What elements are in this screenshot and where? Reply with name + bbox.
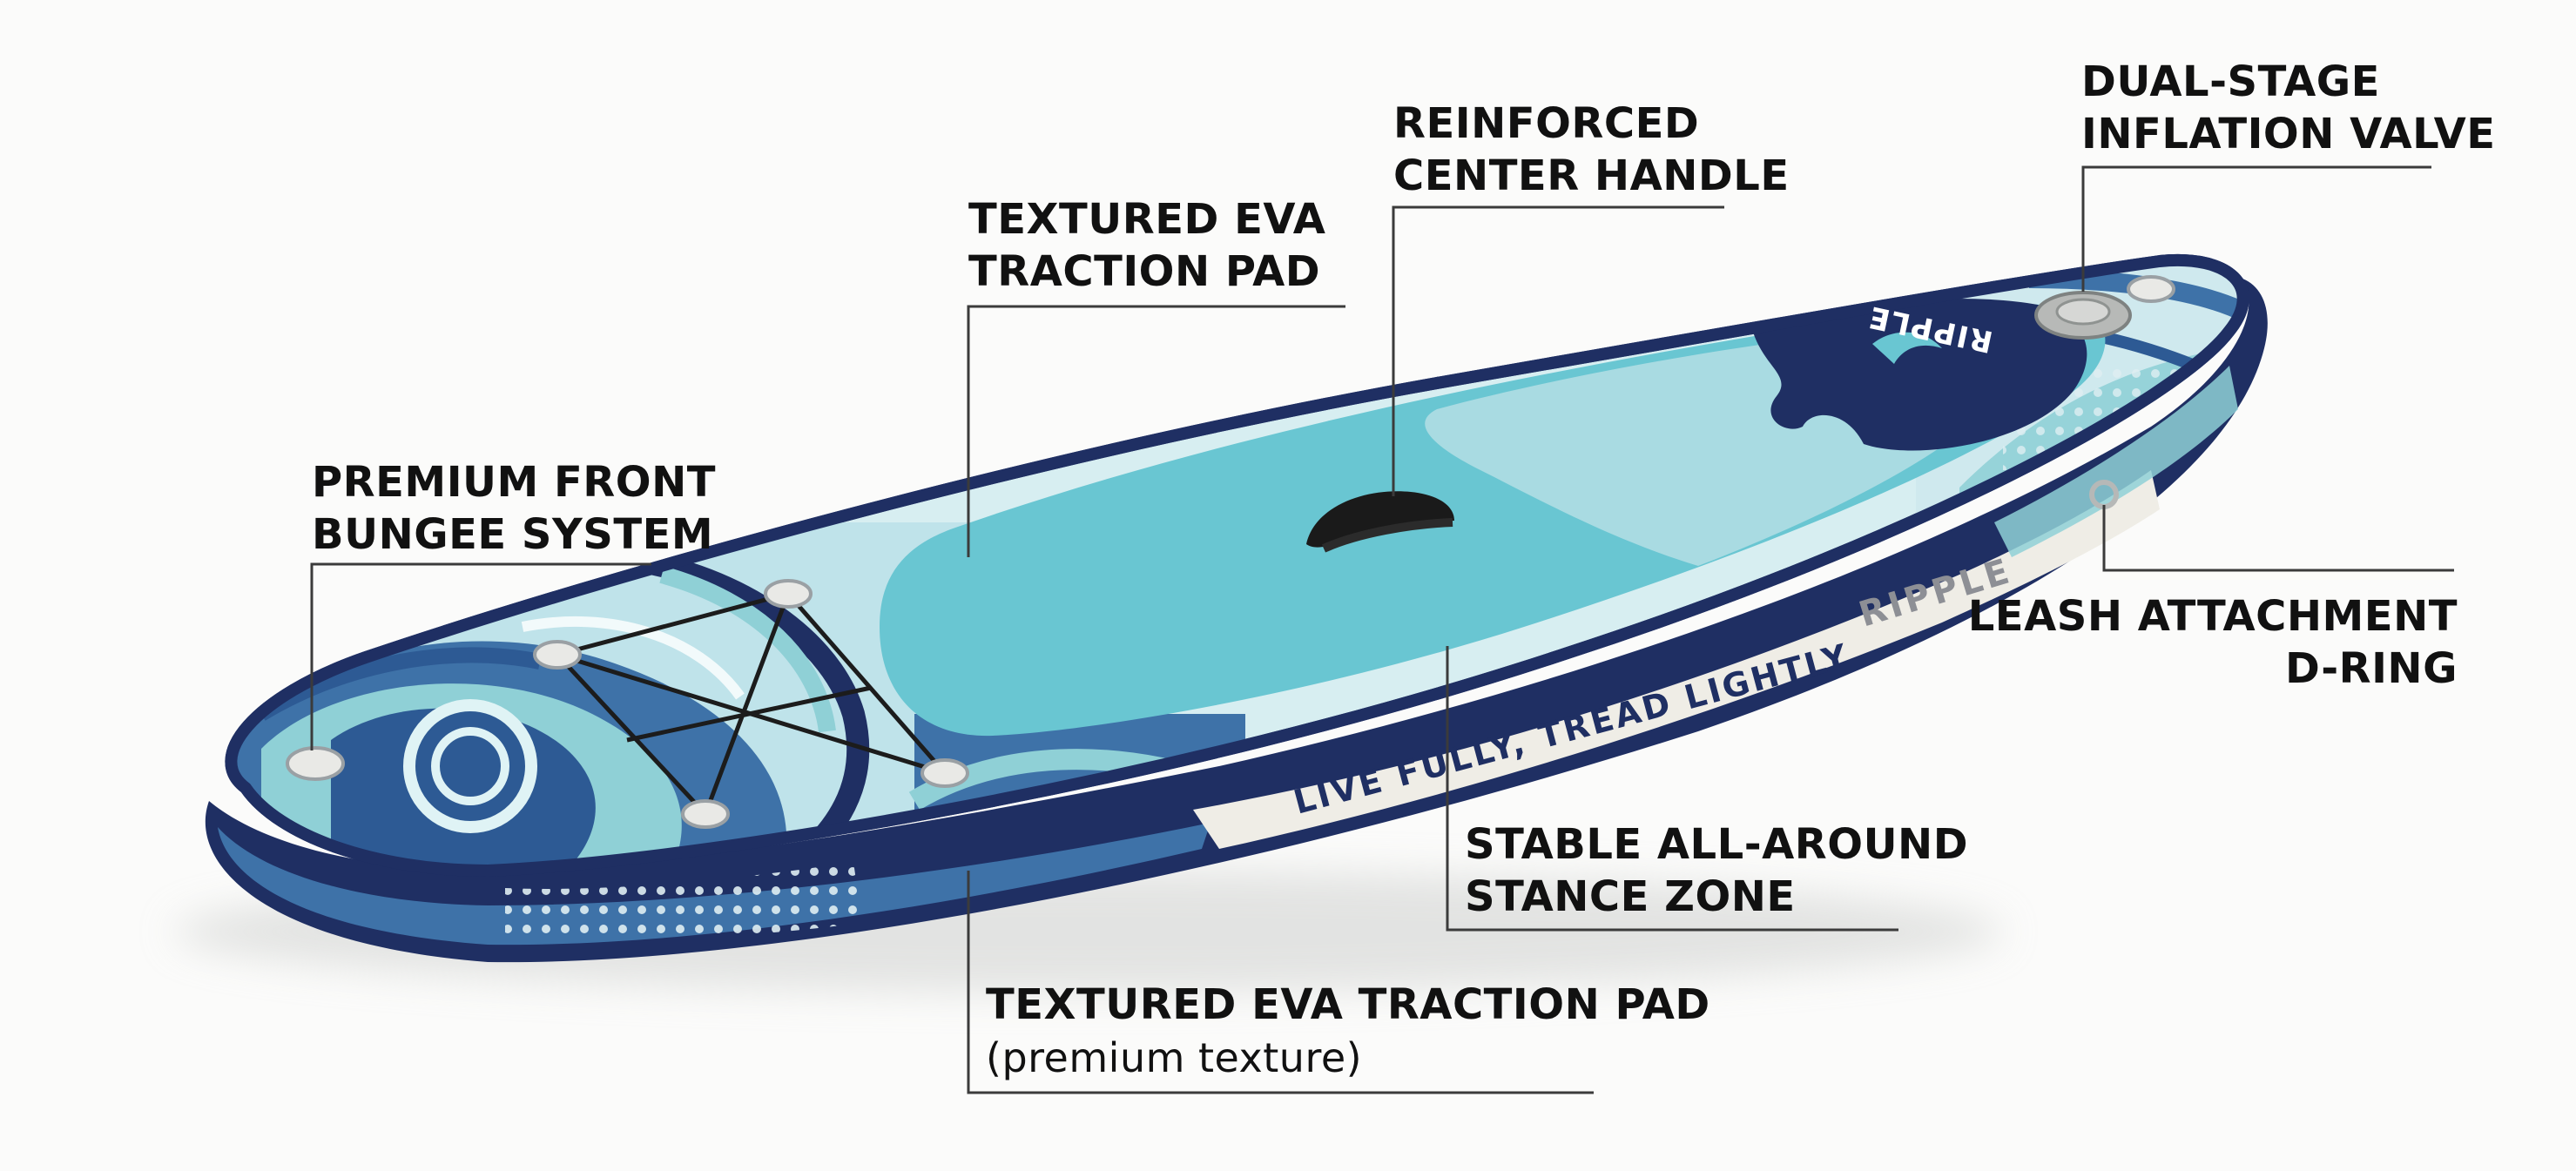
- callout-traction-pad-top-line1: TEXTURED EVA: [968, 195, 1326, 244]
- callout-front-bungee-line2: BUNGEE SYSTEM: [312, 510, 714, 559]
- callout-front-bungee: PREMIUM FRONT BUNGEE SYSTEM: [312, 456, 716, 561]
- leader-valve: [2081, 165, 2431, 292]
- leader-traction-top: [967, 305, 1345, 557]
- center-handle: [1306, 491, 1454, 553]
- leader-bungee: [310, 562, 651, 750]
- callout-inflation-valve: DUAL-STAGE INFLATION VALVE: [2081, 56, 2496, 160]
- callout-center-handle: REINFORCED CENTER HANDLE: [1393, 98, 1790, 202]
- callout-center-handle-line1: REINFORCED: [1393, 99, 1700, 148]
- callout-center-handle-line2: CENTER HANDLE: [1393, 151, 1790, 200]
- leader-lines: [310, 165, 2454, 1094]
- rail-pattern-right: [1994, 366, 2238, 557]
- callout-traction-pad-top-line2: TRACTION PAD: [968, 247, 1321, 296]
- callout-traction-pad-bottom-line1: TEXTURED EVA TRACTION PAD: [986, 980, 1710, 1029]
- nose-wave-pattern: [231, 522, 1245, 872]
- callout-leash-ring: LEASH ATTACHMENT D-RING: [1968, 590, 2458, 695]
- callout-leash-ring-line1: LEASH ATTACHMENT: [1967, 592, 2458, 641]
- callout-stance-zone-line1: STABLE ALL-AROUND: [1465, 820, 1969, 869]
- inflation-valve: [2034, 291, 2132, 340]
- callout-stance-zone: STABLE ALL-AROUND STANCE ZONE: [1465, 818, 1968, 923]
- front-bungee-system: [556, 591, 947, 816]
- callout-traction-pad-bottom-line2: (premium texture): [986, 1034, 1363, 1081]
- callout-traction-pad-bottom: TEXTURED EVA TRACTION PAD (premium textu…: [986, 979, 1710, 1085]
- leader-leash: [2102, 505, 2454, 572]
- rail-dots: [505, 862, 862, 942]
- callout-leash-ring-line2: D-RING: [2284, 644, 2458, 693]
- leader-handle: [1392, 205, 1724, 496]
- deck-outline: [225, 254, 2249, 878]
- leader-stance: [1446, 646, 1898, 932]
- callout-front-bungee-line1: PREMIUM FRONT: [312, 458, 716, 507]
- callout-inflation-valve-line1: DUAL-STAGE: [2081, 57, 2380, 106]
- logo-patch: [1750, 298, 2087, 451]
- callout-traction-pad-top: TEXTURED EVA TRACTION PAD: [968, 193, 1325, 298]
- rail-slogan-panel: [1193, 470, 2160, 849]
- rail-pattern-band: [218, 823, 1210, 946]
- leader-traction-bottom: [967, 871, 1594, 1094]
- callout-stance-zone-line2: STANCE ZONE: [1465, 872, 1796, 921]
- callout-inflation-valve-line2: INFLATION VALVE: [2081, 110, 2496, 158]
- logo-wave-icon: [1872, 332, 1942, 364]
- bungee-d-rings: [286, 275, 2175, 829]
